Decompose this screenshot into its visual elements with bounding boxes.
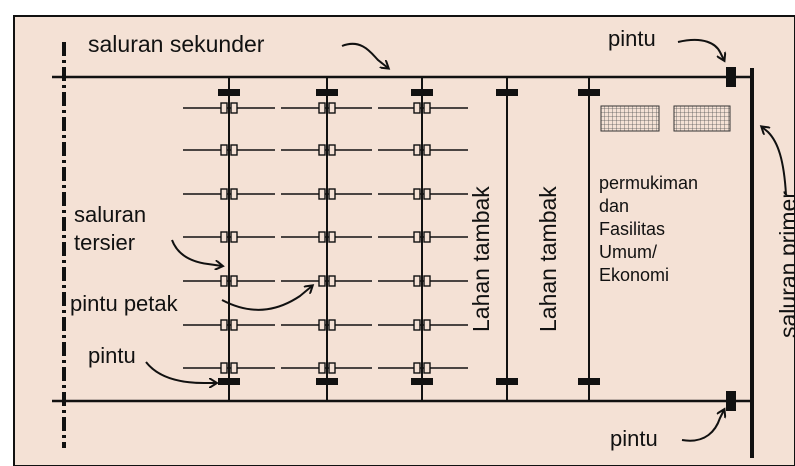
small-gate-icon (230, 188, 238, 200)
small-gate-icon (220, 144, 228, 156)
small-gate-icon (413, 144, 421, 156)
small-gate-icon (328, 275, 336, 287)
small-gate-icon (423, 144, 431, 156)
pintu-petak-label: pintu petak (70, 291, 179, 316)
pintu-bottom-label: pintu (610, 426, 658, 451)
pintu-left-label: pintu (88, 343, 136, 368)
small-gate-icon (328, 144, 336, 156)
gate-block-icon (411, 89, 433, 96)
small-gate-icon (220, 188, 228, 200)
saluran-sekunder-label: saluran sekunder (88, 31, 265, 57)
small-gate-icon (220, 319, 228, 331)
diagram-background (13, 15, 795, 466)
small-gate-icon (220, 362, 228, 374)
saluran-primer-label: saluran primer (775, 191, 795, 338)
arrows (145, 38, 787, 442)
permukiman-label-line: Umum/ (599, 242, 657, 262)
gate-block-icon (496, 89, 518, 96)
curved-arrow-icon (341, 42, 388, 68)
small-gate-icon (318, 231, 326, 243)
small-gate-icon (423, 102, 431, 114)
small-gate-icon (423, 275, 431, 287)
small-gate-icon (328, 188, 336, 200)
small-gate-icon (423, 319, 431, 331)
gate-block-icon (218, 378, 240, 385)
permukiman-label-line: Ekonomi (599, 265, 669, 285)
small-gate-icon (230, 102, 238, 114)
gate-block-icon (316, 89, 338, 96)
small-gate-icon (413, 362, 421, 374)
tertiary-channels (228, 77, 590, 401)
gate-block-icon (218, 89, 240, 96)
curved-arrow-icon (762, 127, 787, 196)
permukiman-label-line: Fasilitas (599, 219, 665, 239)
small-gate-icon (413, 102, 421, 114)
permukiman-label: permukiman dan Fasilitas Umum/ Ekonomi (599, 173, 698, 285)
building-icon (673, 105, 731, 132)
gate-block-icon (726, 67, 736, 87)
small-gate-icon (328, 319, 336, 331)
small-gate-icon (230, 231, 238, 243)
small-gate-icon (328, 231, 336, 243)
small-gate-icon (220, 275, 228, 287)
gate-block-icon (578, 378, 600, 385)
saluran-tersier-label-line2: tersier (74, 230, 135, 255)
small-gate-icon (230, 319, 238, 331)
small-gate-icon (423, 188, 431, 200)
small-gate-icon (328, 102, 336, 114)
building-icon (600, 105, 660, 132)
small-gate-icon (220, 231, 228, 243)
cropped-top-band (0, 0, 795, 14)
small-gate-icon (220, 102, 228, 114)
small-gate-icon (318, 319, 326, 331)
small-gate-icon (413, 319, 421, 331)
gate-blocks (218, 89, 600, 385)
small-gate-icon (318, 144, 326, 156)
small-gate-icon (318, 275, 326, 287)
small-gate-icon (230, 362, 238, 374)
gate-block-icon (578, 89, 600, 96)
curved-arrow-icon (677, 38, 724, 60)
small-gate-icon (413, 275, 421, 287)
small-gate-icon (318, 102, 326, 114)
saluran-tersier-label-line1: saluran (74, 202, 146, 227)
gate-block-icon (726, 391, 736, 411)
permukiman-label-line: permukiman (599, 173, 698, 193)
small-gate-icon (328, 362, 336, 374)
lahan-tambak-label: Lahan tambak (468, 186, 494, 332)
plot-grid (183, 102, 468, 374)
small-gate-icon (413, 188, 421, 200)
small-gate-icon (423, 362, 431, 374)
small-gate-icon (230, 144, 238, 156)
pintu-top-label: pintu (608, 26, 656, 51)
gate-block-icon (316, 378, 338, 385)
small-gate-icon (318, 188, 326, 200)
lahan-tambak-label: Lahan tambak (535, 186, 561, 332)
small-gate-icon (423, 231, 431, 243)
curved-arrow-icon (681, 410, 724, 442)
curved-arrow-icon (171, 239, 222, 266)
permukiman-label-line: dan (599, 196, 629, 216)
gate-block-icon (496, 378, 518, 385)
curved-arrow-icon (221, 286, 312, 311)
small-gate-icon (230, 275, 238, 287)
small-gate-icon (413, 231, 421, 243)
curved-arrow-icon (145, 361, 216, 383)
gate-block-icon (411, 378, 433, 385)
small-gate-icon (318, 362, 326, 374)
